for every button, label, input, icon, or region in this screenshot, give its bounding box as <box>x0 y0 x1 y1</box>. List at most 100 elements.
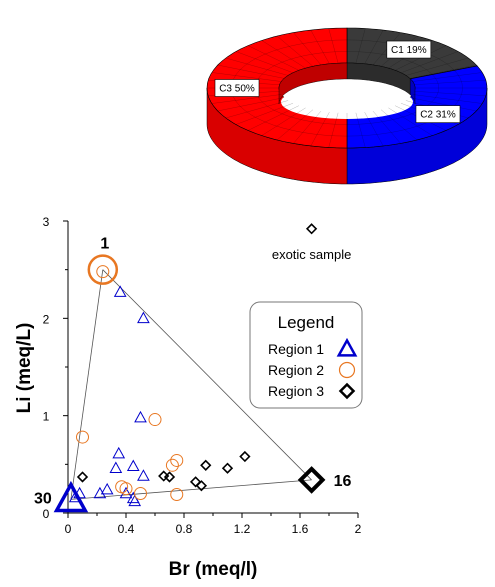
mixing-line <box>70 479 312 500</box>
region-3-point <box>200 459 212 471</box>
end-members: 1 16 30 <box>34 236 352 513</box>
donut-mesh-line <box>211 94 282 104</box>
end-member-16-marker <box>297 466 326 494</box>
region-1-point <box>112 446 126 459</box>
region-1-point <box>128 494 142 507</box>
region-2-point <box>165 458 179 472</box>
donut-mesh-line <box>211 72 282 82</box>
legend-marker-diamond <box>338 382 356 400</box>
donut-mesh-line <box>372 111 401 144</box>
x-axis-title: Br (meq/l) <box>169 559 258 580</box>
data-points: exotic sample <box>68 223 351 507</box>
donut-mesh-line <box>235 51 294 73</box>
donut-mesh-line <box>405 57 469 76</box>
donut-mesh-line <box>247 105 299 131</box>
donut-mesh-line <box>235 103 294 125</box>
region-2-point <box>76 430 89 444</box>
region-2-point <box>134 487 147 501</box>
x-tick-label: 0 <box>65 522 72 536</box>
svg-text:C1 19%: C1 19% <box>391 45 427 56</box>
x-tick-label: 1.6 <box>292 522 309 536</box>
region-1-point <box>126 459 140 472</box>
donut-mesh-line <box>225 100 289 119</box>
region-3-point <box>163 471 176 483</box>
donut-chart: C1 19% C2 31% C3 50% <box>206 27 488 185</box>
end-member-label-16: 16 <box>334 473 352 490</box>
donut-mesh-line <box>364 29 384 64</box>
end-member-30-marker <box>53 480 89 513</box>
donut-mesh-line <box>261 40 306 69</box>
region-3-point <box>76 471 89 483</box>
donut-hole <box>281 85 413 119</box>
x-tick-label: 0.8 <box>176 522 193 536</box>
donut-mesh-line <box>247 45 299 71</box>
end-member-label-1: 1 <box>100 236 109 253</box>
legend-marker-triangle <box>336 337 358 357</box>
donut-mesh-line <box>388 107 433 136</box>
legend-marker-circle <box>338 361 356 379</box>
mixing-line <box>102 269 312 481</box>
x-tick-label: 0.4 <box>118 522 135 536</box>
donut-mesh-line <box>217 64 285 79</box>
donut-mesh-line <box>414 91 486 96</box>
donut-mesh-line <box>328 112 339 148</box>
donut-label-c3: C3 50% <box>214 79 260 97</box>
y-tick-label: 2 <box>43 312 50 326</box>
donut-mesh-line <box>400 51 459 73</box>
region-3-point <box>195 480 208 492</box>
donut-mesh-line <box>414 80 486 85</box>
donut-mesh-line <box>364 112 384 147</box>
end-member-label-30: 30 <box>34 490 52 507</box>
region-3-point <box>239 450 251 463</box>
donut-mesh-line <box>261 107 306 136</box>
y-tick-label: 0 <box>43 507 50 521</box>
donut-mesh-line <box>293 111 322 144</box>
donut-mesh-line <box>412 72 483 82</box>
mixing-line <box>70 269 104 500</box>
region-1-point <box>100 482 114 495</box>
exotic-sample-point <box>305 223 318 235</box>
end-member-1-marker <box>87 254 119 285</box>
donut-inner-wall-c2 <box>410 78 416 104</box>
legend-box <box>249 301 363 409</box>
region-1-point <box>137 311 150 324</box>
region-2-point <box>119 482 133 496</box>
region-1-point <box>93 486 107 499</box>
region-3-point <box>221 462 234 474</box>
region-1-point <box>109 461 123 474</box>
region-2-point <box>148 413 162 427</box>
donut-mesh-line <box>217 97 285 112</box>
region-2-point <box>170 488 184 502</box>
donut-inner-wall-c3 <box>278 62 348 105</box>
x-tick-label: 1.2 <box>234 522 251 536</box>
y-axis-title: Li (meq/L) <box>14 323 35 414</box>
donut-mesh-line <box>380 109 418 141</box>
donut-mesh-line <box>225 57 289 76</box>
y-tick-label: 3 <box>43 215 50 229</box>
region-3-point <box>189 476 202 488</box>
mixing-lines <box>70 269 312 500</box>
donut-label-c2: C2 31% <box>415 105 461 123</box>
region-2-point <box>170 453 184 467</box>
exotic-sample-label: exotic sample <box>272 247 351 262</box>
legend-entry-label: Region 2 <box>268 362 324 378</box>
svg-text:C2 31%: C2 31% <box>420 110 456 121</box>
region-2-point <box>96 265 110 279</box>
donut-mesh-line <box>276 109 314 141</box>
donut-mesh-line <box>310 29 330 64</box>
donut-label-c1: C1 19% <box>386 40 432 59</box>
donut-mesh-line <box>293 32 322 65</box>
region-1-point <box>113 285 127 297</box>
donut-mesh-line <box>412 94 483 104</box>
legend-title: Legend <box>278 313 335 332</box>
region-1-point <box>134 410 147 423</box>
donut-mesh-line <box>328 28 339 64</box>
svg-text:C3 50%: C3 50% <box>219 84 255 95</box>
donut-mesh-line <box>409 64 477 79</box>
donut-mesh-line <box>276 35 314 67</box>
donut-mesh-line <box>355 112 366 148</box>
donut-mesh-line <box>409 97 477 112</box>
